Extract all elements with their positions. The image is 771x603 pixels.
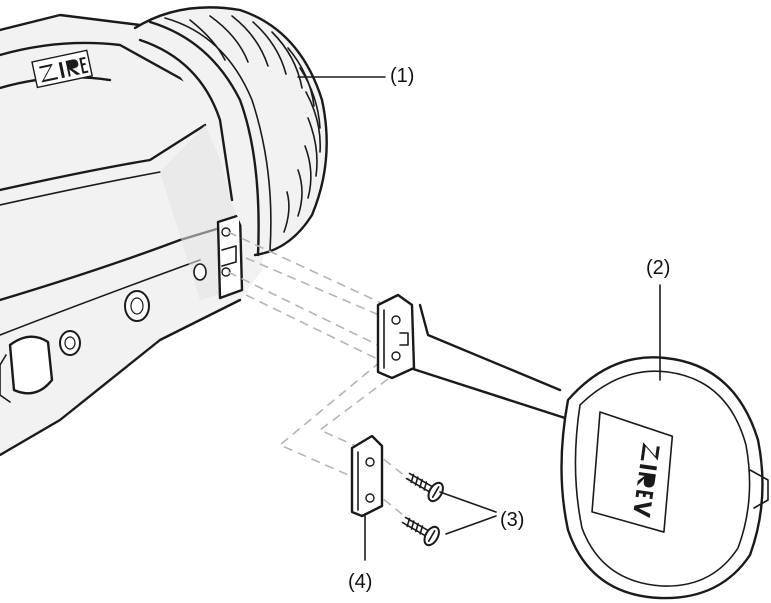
leader-screw-upper bbox=[439, 491, 497, 513]
port-cover bbox=[0, 335, 54, 403]
callout-mounting-plate: (4) bbox=[348, 571, 373, 593]
screw-icon bbox=[401, 516, 440, 547]
mount-recess bbox=[216, 213, 244, 300]
screw-icon bbox=[405, 472, 444, 503]
device-body bbox=[0, 13, 268, 457]
callout-lens-cap: (2) bbox=[646, 257, 671, 279]
callout-screws: (3) bbox=[500, 509, 525, 531]
tripod-socket bbox=[59, 263, 207, 356]
mounting-plate bbox=[350, 434, 384, 518]
eyepiece-ring bbox=[133, 6, 328, 257]
brand-logo-icon bbox=[31, 49, 94, 89]
lens-cap bbox=[376, 293, 769, 600]
brand-logo-icon bbox=[591, 411, 674, 533]
leader-screw-lower bbox=[445, 515, 497, 535]
callout-eyepiece: (1) bbox=[390, 65, 415, 87]
leader-lines bbox=[297, 76, 661, 561]
